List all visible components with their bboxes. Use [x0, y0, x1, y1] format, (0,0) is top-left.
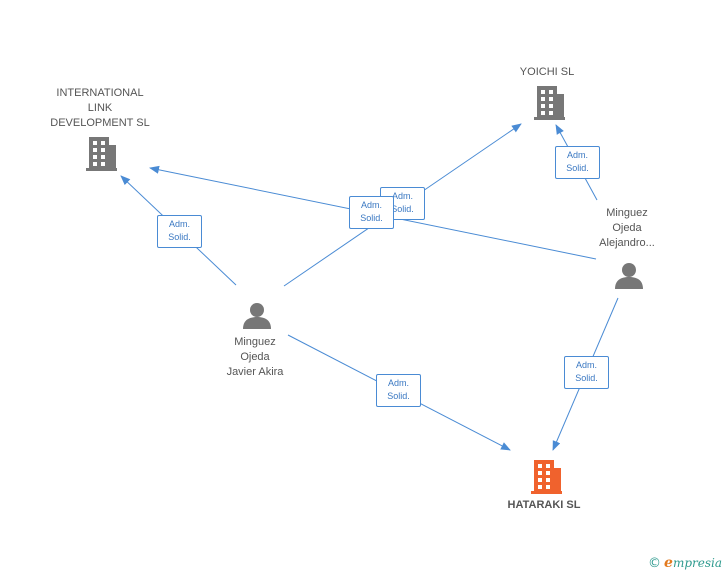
edge-label-alejandro-hataraki: Adm. Solid.: [564, 356, 609, 389]
building-icon: [534, 86, 565, 120]
company-label-yoichi[interactable]: YOICHI SL: [519, 66, 575, 78]
copyright-icon: ©: [648, 556, 662, 571]
edge-label-javier-hataraki: Adm. Solid.: [376, 374, 421, 407]
brand-name: mpresia: [672, 556, 722, 570]
edge-label-line2: Solid.: [575, 373, 598, 383]
edge-label-line1: Adm.: [387, 378, 409, 388]
edge-label-line2: Solid.: [360, 213, 383, 223]
person-icon: [615, 263, 643, 289]
company-label-hataraki[interactable]: HATARAKI SL: [507, 499, 581, 511]
footer-brand: ©empresia: [648, 555, 722, 571]
edge-label-javier-international: Adm. Solid.: [157, 215, 202, 248]
edge-label-line2: Solid.: [387, 391, 410, 401]
edge-label-alejandro-yoichi: Adm. Solid.: [555, 146, 600, 179]
person-label-javier[interactable]: Minguez Ojeda Javier Akira: [226, 336, 284, 378]
edge-label-line1: Adm.: [566, 150, 588, 160]
building-icon: [86, 137, 117, 171]
edge-label-line1: Adm.: [391, 191, 413, 201]
edge-label-alejandro-international: Adm. Solid.: [349, 196, 394, 229]
building-icon: [531, 460, 562, 494]
company-label-international[interactable]: INTERNATIONAL LINK DEVELOPMENT SL: [50, 87, 150, 129]
edge-label-line2: Solid.: [391, 204, 414, 214]
edge-label-line1: Adm.: [360, 200, 382, 210]
person-icon: [243, 303, 271, 329]
edge-label-line1: Adm.: [168, 219, 190, 229]
brand-initial: e: [664, 555, 673, 571]
edge-label-line2: Solid.: [566, 163, 589, 173]
edge-label-line1: Adm.: [575, 360, 597, 370]
person-label-alejandro[interactable]: Minguez Ojeda Alejandro...: [599, 207, 655, 249]
edge-label-line2: Solid.: [168, 232, 191, 242]
